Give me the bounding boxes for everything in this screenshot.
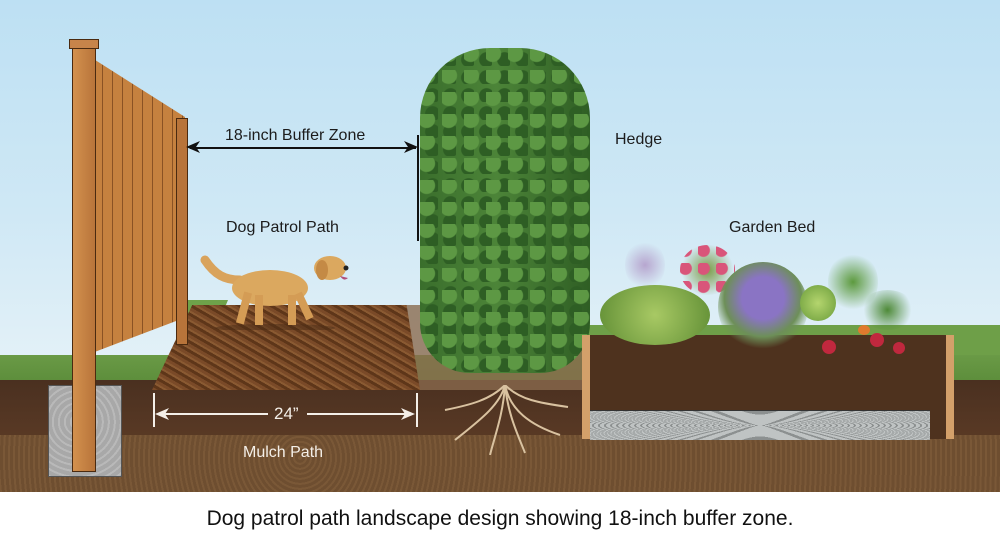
hedge-roots-icon [444, 385, 569, 455]
dog-path-label: Dog Patrol Path [226, 219, 339, 236]
fence-post-front [69, 39, 99, 472]
radish-2 [870, 333, 884, 347]
radish-3 [893, 342, 905, 354]
lavender-plant [718, 262, 808, 352]
garden-bed-label: Garden Bed [729, 219, 816, 236]
mulch-path-label: Mulch Path [243, 444, 324, 461]
arrow-left-icon [186, 141, 200, 153]
arrow-right-icon [404, 141, 418, 153]
path-width-tick-left [153, 393, 155, 427]
hedge-shrub [420, 48, 590, 373]
carrot-top [858, 325, 870, 335]
path-width-line-right [307, 413, 411, 415]
dog-icon [200, 255, 349, 330]
gravel-layer [590, 410, 930, 440]
arrow-left-white-icon [155, 408, 169, 420]
figure-caption: Dog patrol path landscape design showing… [0, 492, 1000, 545]
beet-greens [860, 290, 915, 330]
landscape-illustration: 18-inch Buffer Zone Dog Patrol Path Hedg… [0, 0, 1000, 492]
hosta-plant [600, 285, 710, 345]
path-width-tick-right [416, 393, 418, 427]
buffer-zone-label: 18-inch Buffer Zone [225, 127, 366, 144]
mulch-path [152, 305, 420, 390]
radish-1 [822, 340, 836, 354]
path-width-line-left [158, 413, 268, 415]
hedge-label: Hedge [615, 131, 663, 148]
path-width-label: 24” [274, 404, 299, 423]
hosta-flower-stalks [625, 240, 665, 290]
fence-post-back [176, 118, 188, 345]
buffer-zone-arrow-line [190, 147, 416, 149]
fence-panel [92, 58, 185, 353]
arrow-right-white-icon [401, 408, 415, 420]
subsoil-layer [0, 435, 1000, 492]
buffer-zone-end-tick [417, 135, 419, 241]
